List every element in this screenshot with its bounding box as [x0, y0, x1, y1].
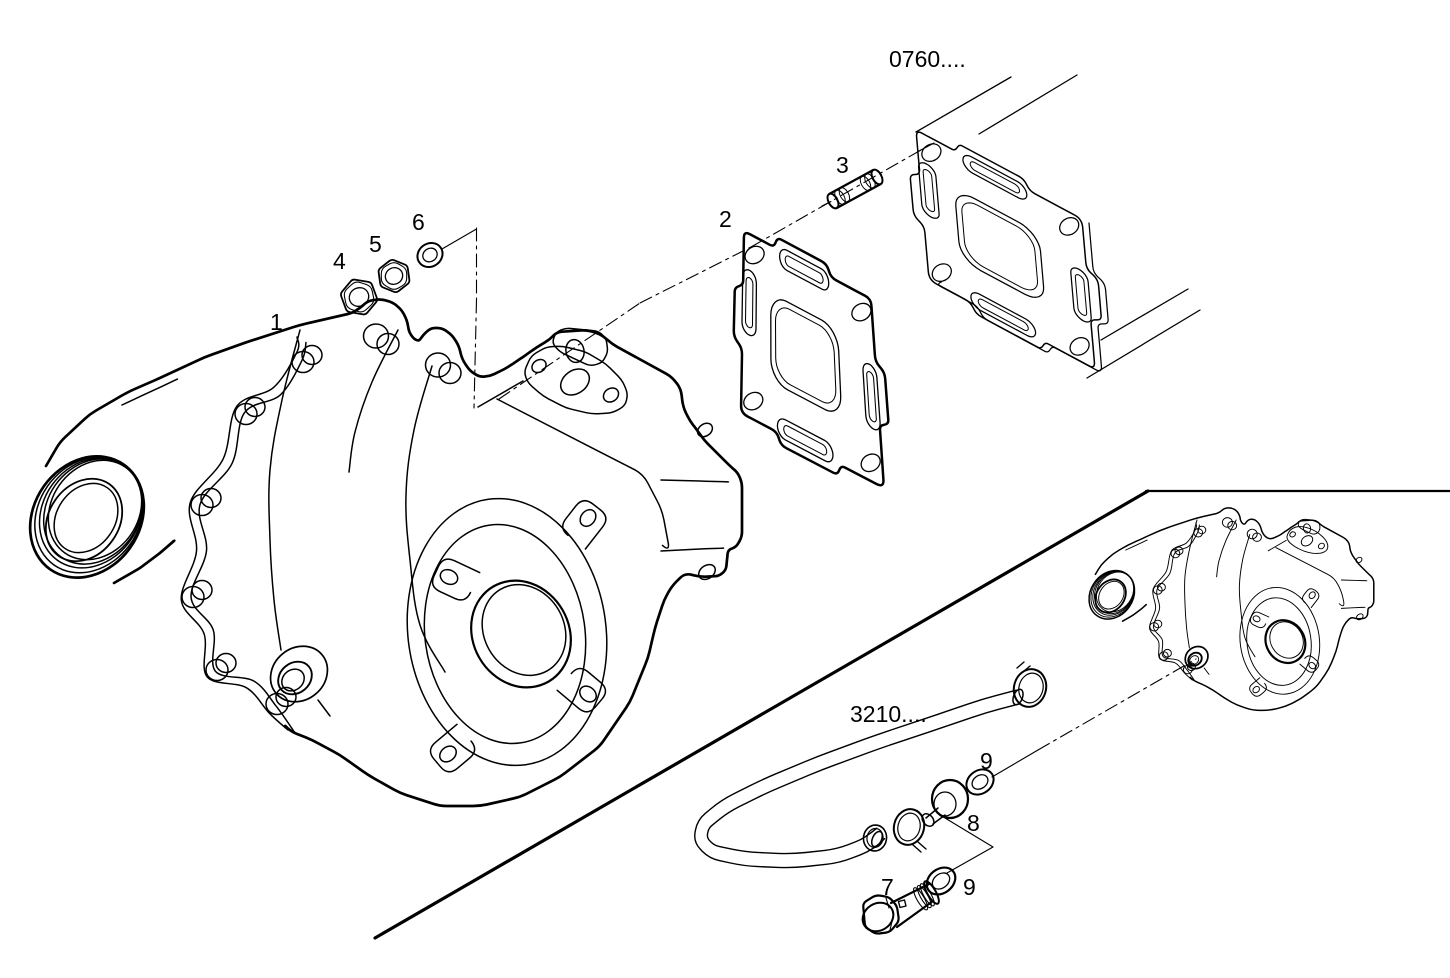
svg-text:6: 6	[412, 209, 425, 235]
svg-text:5: 5	[369, 231, 382, 257]
svg-text:4: 4	[333, 248, 346, 274]
svg-text:8: 8	[967, 810, 980, 836]
svg-text:3210....: 3210....	[850, 701, 927, 727]
svg-text:3: 3	[836, 152, 849, 178]
svg-text:0760....: 0760....	[889, 46, 966, 72]
svg-text:9: 9	[980, 748, 993, 774]
svg-text:2: 2	[719, 206, 732, 232]
svg-text:7: 7	[881, 874, 894, 900]
svg-text:1: 1	[270, 309, 283, 335]
svg-text:9: 9	[963, 874, 976, 900]
